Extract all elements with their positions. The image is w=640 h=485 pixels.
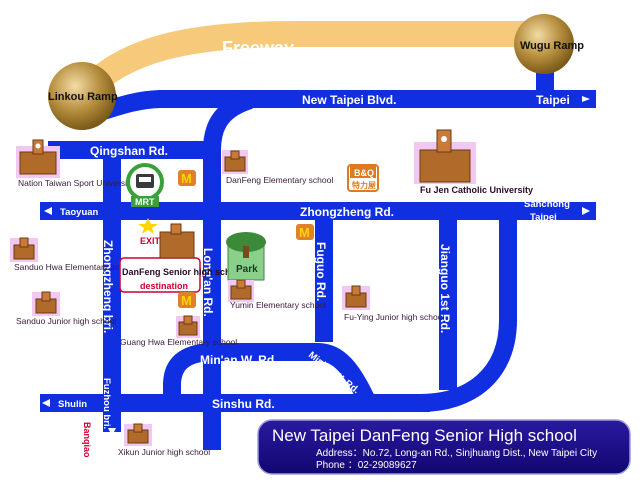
wugu-ramp-label: Wugu Ramp <box>520 40 584 52</box>
school-tower-icon <box>236 279 246 289</box>
poi-fu-jen-label: Fu Jen Catholic University <box>420 185 533 195</box>
mcdonalds-1: M <box>178 170 196 186</box>
poi-fu-ying-label: Fu-Ying Junior high school <box>344 312 444 322</box>
taoyuan-arrow-icon <box>44 207 52 215</box>
info-address: Address：No.72, Long-an Rd., Sinjhuang Di… <box>316 448 597 459</box>
school-building-icon <box>419 149 471 183</box>
school-tower-icon <box>230 150 240 160</box>
school-tower-icon <box>19 237 29 248</box>
sanchong-arrow-icon <box>582 207 590 215</box>
sanchong-label: Sanchong <box>524 199 570 210</box>
store-brand-label: B&Q <box>354 168 374 178</box>
poi-danfeng-elem-label: DanFeng Elementary school <box>226 175 333 185</box>
poi-xikun[interactable]: Xikun Junior high school <box>118 423 210 457</box>
poi-sanduo-junior[interactable]: Sanduo Junior high school <box>16 291 116 326</box>
taoyuan-label: Taoyuan <box>60 207 99 218</box>
linkou-ramp-label: Linkou Ramp <box>48 91 118 103</box>
jianguo-label: Jianguo 1st Rd. <box>438 244 452 333</box>
mrt-label: MRT <box>135 197 155 207</box>
banqiao-arrow-icon <box>108 428 116 436</box>
bq-store[interactable]: B&Q 特力屋 <box>347 164 379 192</box>
freeway-label: Freeway <box>222 38 294 58</box>
poi-sanduo-elem-label: Sanduo Hwa Elementary school <box>14 262 135 272</box>
info-box: New Taipei DanFeng Senior High school Ad… <box>257 419 631 475</box>
road-network <box>40 50 596 450</box>
info-phone: Phone ：02-29089627 <box>316 460 417 471</box>
wugu-ramp-icon <box>514 14 574 74</box>
fuguo-label: Fuguo Rd. <box>314 242 328 301</box>
long-an-road <box>203 91 254 450</box>
tree-icon <box>226 232 266 252</box>
mrt-station[interactable]: MRT <box>126 163 164 207</box>
linkou-ramp: Linkou Ramp <box>48 62 118 130</box>
poi-fu-ying[interactable]: Fu-Ying Junior high school <box>342 285 444 322</box>
qingshan-label: Qingshan Rd. <box>90 144 168 158</box>
linkou-ramp-icon <box>48 62 116 130</box>
school-tower-icon <box>351 285 361 296</box>
taipei-arrow-icon <box>582 96 590 102</box>
new-taipei-blvd-label: New Taipei Blvd. <box>302 93 396 107</box>
poi-guang-hwa[interactable]: Guang Hwa Elementary school <box>120 315 237 347</box>
poi-sanduo-junior-label: Sanduo Junior high school <box>16 316 116 326</box>
mrt-exit: EXIT2 <box>138 218 165 246</box>
poi-sanduo-elem[interactable]: Sanduo Hwa Elementary school <box>10 237 135 272</box>
shulin-label: Shulin <box>58 399 87 410</box>
poi-park[interactable]: Park <box>226 232 266 281</box>
sinshu-label: Sinshu Rd. <box>212 397 275 411</box>
school-tower-icon <box>133 423 143 433</box>
poi-yumin-label: Yumin Elementary school <box>230 300 326 310</box>
poi-fu-jen[interactable]: Fu Jen Catholic University <box>414 129 533 195</box>
poi-park-label: Park <box>236 264 258 275</box>
minan-w-road <box>163 343 377 407</box>
star-icon <box>138 218 158 234</box>
east-loop-road <box>419 211 517 412</box>
zhongzheng-bri-label: Zhongzheng bri. <box>101 240 115 333</box>
poi-sport-univ[interactable]: Nation Taiwan Sport University <box>16 139 134 188</box>
mrt-exit-label: EXIT2 <box>140 236 165 246</box>
school-building-icon <box>159 231 195 259</box>
mcdonalds-icon <box>178 170 196 186</box>
mcdonalds-icon <box>178 292 196 308</box>
clock-icon <box>441 136 447 142</box>
school-building-icon <box>19 151 57 175</box>
mcdonalds-3: M <box>296 224 314 240</box>
poi-yumin[interactable]: Yumin Elementary school <box>228 279 326 310</box>
poi-xikun-label: Xikun Junior high school <box>118 447 210 457</box>
school-tower-icon <box>170 223 182 235</box>
school-tower-icon <box>41 291 51 302</box>
fuzhou-label: Fuzhou bri. <box>101 378 112 429</box>
poi-danfeng-senior-label: DanFeng Senior high school <box>122 267 244 277</box>
svg-text:M: M <box>299 225 310 240</box>
info-box-bg <box>257 419 631 475</box>
svg-text:M: M <box>181 171 192 186</box>
wugu-ramp: Wugu Ramp <box>514 14 584 74</box>
poi-sport-univ-label: Nation Taiwan Sport University <box>18 178 134 188</box>
freeway-road <box>67 21 558 111</box>
long-an-label: Long'an Rd. <box>201 248 215 317</box>
mcdonalds-icon <box>296 224 314 240</box>
banqiao-label: Banqiao <box>82 422 92 458</box>
mcdonalds-2: M <box>178 292 196 308</box>
store-chinese-label: 特力屋 <box>352 180 376 190</box>
school-tower-icon <box>183 315 193 325</box>
clock-icon <box>35 143 41 149</box>
poi-destination-label: destination <box>140 281 188 291</box>
direction-arrows <box>42 96 590 436</box>
poi-danfeng-elem[interactable]: DanFeng Elementary school <box>222 150 333 185</box>
poi-guang-hwa-label: Guang Hwa Elementary school <box>120 337 237 347</box>
taipei-label: Taipei <box>536 93 570 107</box>
sanchong-taipei-label: Taipei <box>530 212 557 223</box>
minan-w-label: Min'an W. Rd. <box>200 353 278 367</box>
poi-danfeng-senior[interactable]: DanFeng Senior high school destination <box>119 223 244 293</box>
zhongzheng-label: Zhongzheng Rd. <box>300 205 394 219</box>
svg-text:M: M <box>181 293 192 308</box>
info-title: New Taipei DanFeng Senior High school <box>272 426 577 445</box>
shulin-arrow-icon <box>42 399 50 407</box>
